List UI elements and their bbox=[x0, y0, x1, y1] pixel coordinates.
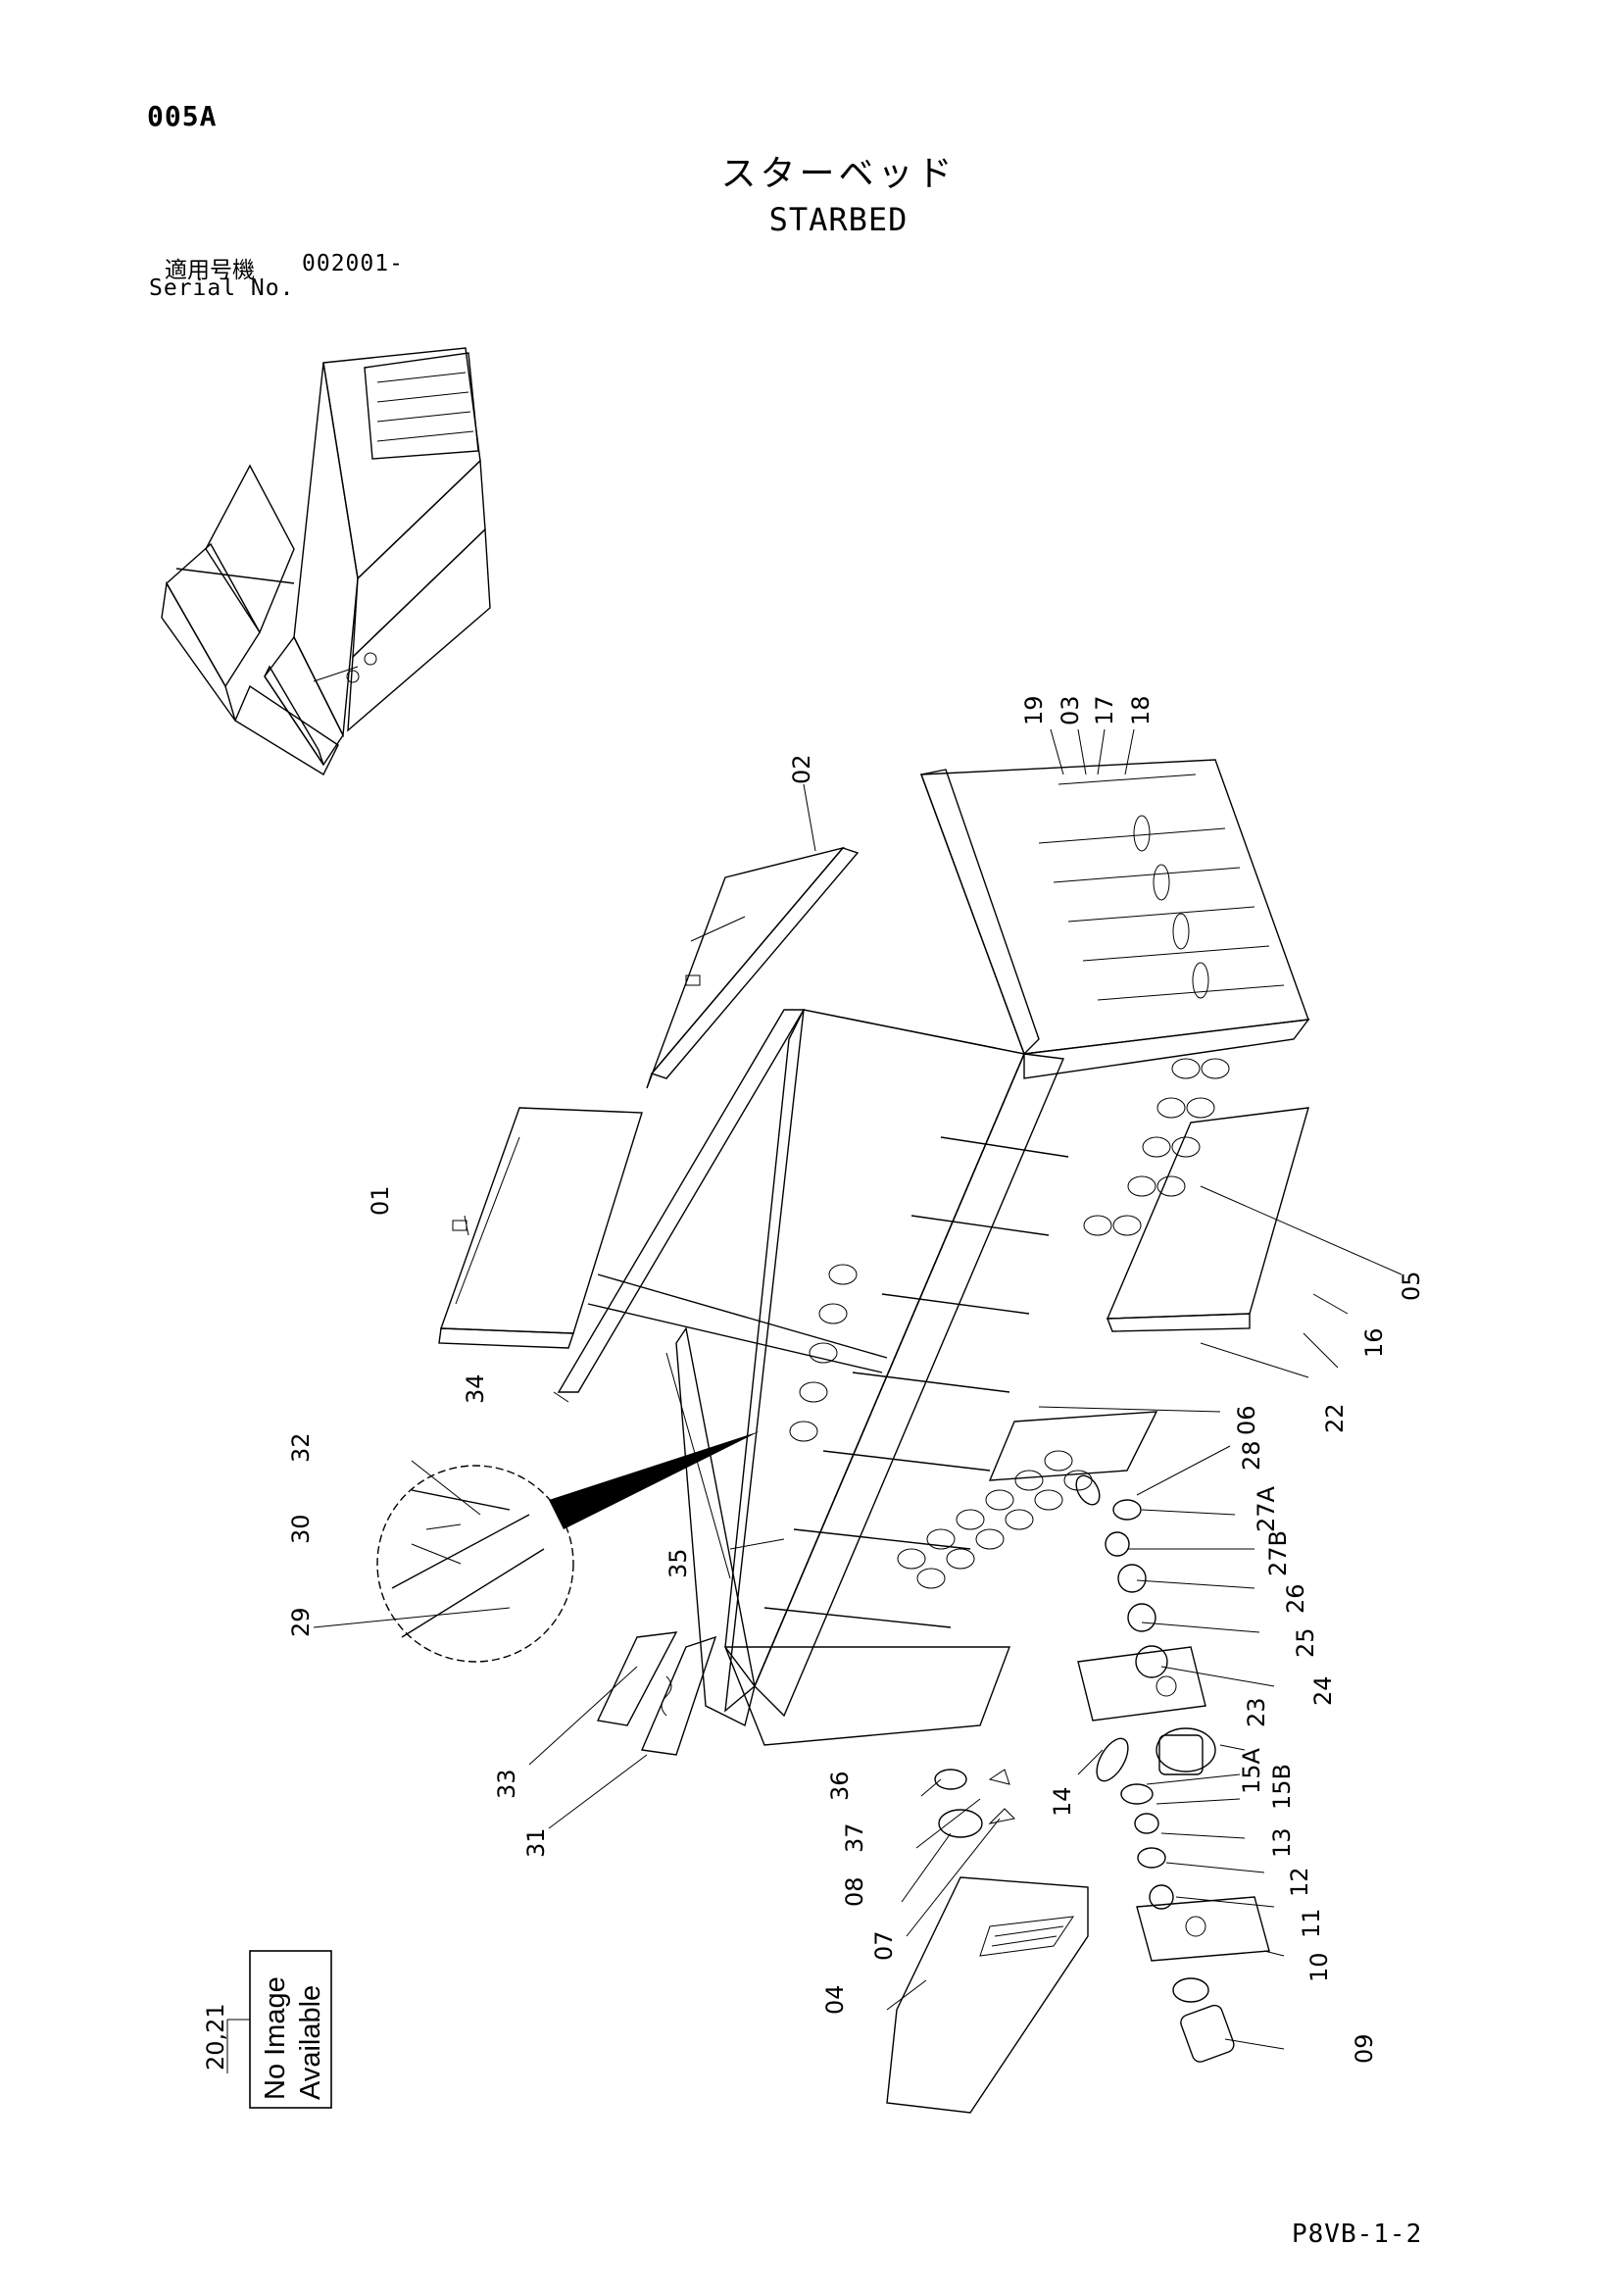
serial-label-japanese: 適用号機 bbox=[165, 258, 255, 283]
callout-22: 22 bbox=[1321, 1403, 1349, 1433]
callout-03: 03 bbox=[1057, 695, 1084, 725]
callout-02: 02 bbox=[788, 754, 815, 784]
callout-27B: 27B bbox=[1264, 1530, 1292, 1576]
callout-10: 10 bbox=[1305, 1952, 1333, 1982]
callout-labels: 02 01 19 03 17 18 05 16 22 06 28 27A 27B… bbox=[287, 695, 1425, 2064]
overview-thumbnail bbox=[161, 347, 491, 775]
gear-rows bbox=[789, 1058, 1230, 1589]
footer-page-ref: P8VB-1-2 bbox=[1292, 2220, 1423, 2249]
serial-label-english: Serial No. bbox=[149, 275, 295, 301]
callout-30: 30 bbox=[287, 1514, 315, 1544]
callout-26: 26 bbox=[1282, 1583, 1309, 1614]
title-japanese: スターベッド bbox=[720, 154, 957, 194]
no-image-line1: No Image bbox=[260, 1976, 291, 2100]
callout-23: 23 bbox=[1243, 1697, 1270, 1727]
callout-11: 11 bbox=[1298, 1908, 1325, 1938]
callout-13: 13 bbox=[1268, 1827, 1296, 1858]
callout-33: 33 bbox=[493, 1769, 520, 1799]
callout-36: 36 bbox=[826, 1771, 854, 1801]
callout-01: 01 bbox=[367, 1185, 394, 1216]
callout-24: 24 bbox=[1309, 1675, 1337, 1706]
callout-32: 32 bbox=[287, 1432, 315, 1463]
detail-bubble bbox=[376, 1431, 760, 1663]
main-machine bbox=[438, 759, 1310, 1746]
callout-25: 25 bbox=[1292, 1627, 1319, 1658]
callout-27A: 27A bbox=[1253, 1485, 1280, 1532]
callout-31: 31 bbox=[522, 1827, 550, 1858]
callout-06: 06 bbox=[1233, 1405, 1260, 1435]
callout-34: 34 bbox=[462, 1373, 489, 1404]
callout-19: 19 bbox=[1020, 695, 1048, 725]
callout-05: 05 bbox=[1398, 1271, 1425, 1301]
callout-12: 12 bbox=[1286, 1867, 1313, 1897]
serial-number: 002001- bbox=[302, 251, 404, 276]
callout-15A: 15A bbox=[1238, 1747, 1265, 1794]
title-english: STARBED bbox=[768, 201, 909, 238]
no-image-part-ref: 20,21 bbox=[202, 2003, 229, 2071]
callout-07: 07 bbox=[870, 1930, 898, 1961]
page-code: 005A bbox=[147, 100, 218, 132]
callout-18: 18 bbox=[1127, 695, 1155, 725]
callout-14: 14 bbox=[1049, 1786, 1076, 1817]
leader-lines bbox=[313, 728, 1402, 2050]
callout-37: 37 bbox=[841, 1822, 868, 1853]
callout-17: 17 bbox=[1091, 695, 1118, 725]
no-image-line2: Available bbox=[295, 1985, 326, 2100]
callout-16: 16 bbox=[1360, 1327, 1388, 1358]
lower-exploded-parts bbox=[886, 1474, 1270, 2114]
callout-09: 09 bbox=[1351, 2033, 1378, 2064]
callout-15B: 15B bbox=[1268, 1764, 1296, 1810]
no-image-placeholder: 20,21 No Image Available bbox=[202, 1950, 332, 2109]
callout-08: 08 bbox=[841, 1876, 868, 1907]
callout-04: 04 bbox=[821, 1984, 849, 2015]
callout-35: 35 bbox=[664, 1548, 692, 1578]
callout-28: 28 bbox=[1238, 1440, 1265, 1471]
callout-29: 29 bbox=[287, 1607, 315, 1637]
